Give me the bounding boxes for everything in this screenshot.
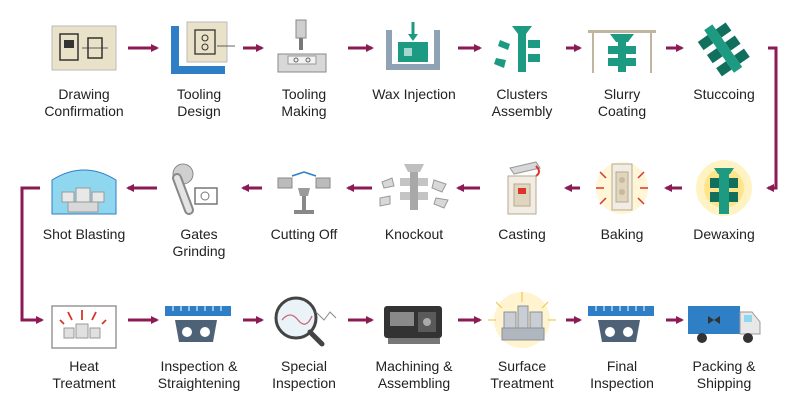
shipping-truck-icon: [684, 290, 764, 350]
step-label: Wax Injection: [372, 86, 456, 102]
step-label: Surface Treatment: [490, 358, 554, 391]
process-step: Clusters Assembly: [474, 18, 570, 128]
process-step: Baking: [574, 158, 670, 268]
slurry-coating-icon: [582, 18, 662, 78]
process-step: Final Inspection: [574, 290, 670, 400]
step-label: Slurry Coating: [597, 86, 647, 119]
process-step: Dewaxing: [676, 158, 772, 268]
knockout-icon: [374, 158, 454, 218]
flow-arrow: [766, 46, 778, 192]
process-step: Slurry Coating: [574, 18, 670, 128]
baking-icon: [582, 158, 662, 218]
step-label: Heat Treatment: [52, 358, 116, 391]
step-label: Tooling Making: [281, 86, 327, 119]
process-step: Machining & Assembling: [366, 290, 462, 400]
step-label: Knockout: [384, 226, 444, 242]
shot-blasting-icon: [44, 158, 124, 218]
process-step: Wax Injection: [366, 18, 462, 128]
wax-injection-icon: [374, 18, 454, 78]
casting-icon: [482, 158, 562, 218]
process-step: Tooling Design: [151, 18, 247, 128]
step-label: Stuccoing: [693, 86, 755, 102]
process-step: Inspection & Straightening: [151, 290, 247, 400]
dewaxing-icon: [684, 158, 764, 218]
process-step: Stuccoing: [676, 18, 772, 128]
process-step: Cutting Off: [256, 158, 352, 268]
process-step: Surface Treatment: [474, 290, 570, 400]
clusters-assembly-icon: [482, 18, 562, 78]
step-label: Casting: [498, 226, 546, 242]
step-label: Packing & Shipping: [692, 358, 756, 391]
tooling-making-icon: [264, 18, 344, 78]
step-label: Cutting Off: [270, 226, 338, 242]
process-step: Special Inspection: [256, 290, 352, 400]
cutting-off-icon: [264, 158, 344, 218]
step-label: Drawing Confirmation: [44, 86, 124, 119]
surface-treatment-icon: [482, 290, 562, 350]
step-label: Shot Blasting: [42, 226, 126, 242]
stuccoing-icon: [684, 18, 764, 78]
process-step: Gates Grinding: [151, 158, 247, 268]
gates-grinding-icon: [159, 158, 239, 218]
heat-treatment-icon: [44, 290, 124, 350]
process-step: Heat Treatment: [36, 290, 132, 400]
step-label: Baking: [600, 226, 644, 242]
process-step: Packing & Shipping: [676, 290, 772, 400]
machining-icon: [374, 290, 454, 350]
step-label: Dewaxing: [693, 226, 755, 242]
tooling-design-icon: [159, 18, 239, 78]
step-label: Final Inspection: [590, 358, 654, 391]
inspection-straightening-icon: [159, 290, 239, 350]
final-inspection-icon: [582, 290, 662, 350]
special-inspection-icon: [264, 290, 344, 350]
step-label: Tooling Design: [176, 86, 222, 119]
step-label: Gates Grinding: [172, 226, 226, 259]
process-step: Tooling Making: [256, 18, 352, 128]
process-step: Shot Blasting: [36, 158, 132, 268]
step-label: Machining & Assembling: [375, 358, 453, 391]
drawing-icon: [44, 18, 124, 78]
process-step: Casting: [474, 158, 570, 268]
step-label: Inspection & Straightening: [157, 358, 241, 391]
flow-arrow: [20, 186, 44, 324]
step-label: Special Inspection: [272, 358, 336, 391]
process-step: Knockout: [366, 158, 462, 268]
step-label: Clusters Assembly: [491, 86, 553, 119]
process-step: Drawing Confirmation: [36, 18, 132, 128]
